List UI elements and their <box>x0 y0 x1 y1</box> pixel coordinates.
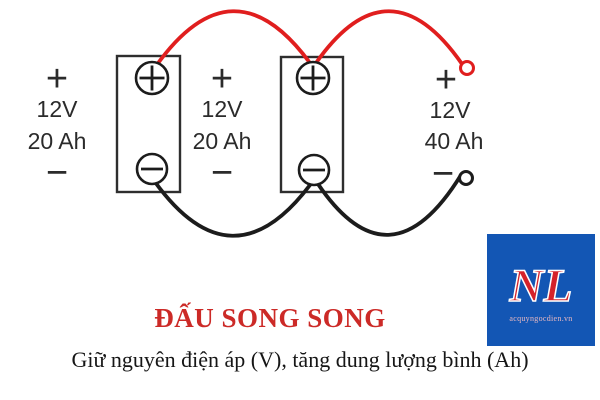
brand-website: acquyngocdien.vn <box>509 314 573 323</box>
battery-1-capacity: 20 Ah <box>28 128 87 154</box>
diagram-title: ĐẤU SONG SONG <box>154 303 386 333</box>
positive-wire-1 <box>154 9 312 68</box>
negative-wire-2 <box>316 173 463 237</box>
brand-logo: NL acquyngocdien.vn <box>487 234 595 346</box>
battery-2-voltage: 12V <box>202 96 244 122</box>
battery-2-capacity: 20 Ah <box>193 128 252 154</box>
battery-1-plus-label: + <box>46 58 68 100</box>
battery-2-minus-label: − <box>211 152 233 194</box>
battery-1-voltage: 12V <box>37 96 79 122</box>
battery-1-minus-label: − <box>46 152 68 194</box>
output-minus-label: − <box>432 153 454 195</box>
output-plus-label: + <box>435 59 457 101</box>
negative-open-terminal-icon <box>458 170 474 186</box>
battery-2-plus-label: + <box>211 58 233 100</box>
diagram-subtitle: Giữ nguyên điện áp (V), tăng dung lượng … <box>71 347 529 372</box>
negative-wire-1 <box>153 180 312 238</box>
positive-open-terminal-icon <box>459 60 475 76</box>
positive-wire-2 <box>314 9 464 66</box>
brand-monogram: NL <box>509 260 573 312</box>
circuit-diagram: + 12V 20 Ah − + 12V 20 Ah − + 12V 40 Ah … <box>28 9 484 238</box>
output-voltage: 12V <box>430 97 472 123</box>
output-capacity: 40 Ah <box>425 128 484 154</box>
